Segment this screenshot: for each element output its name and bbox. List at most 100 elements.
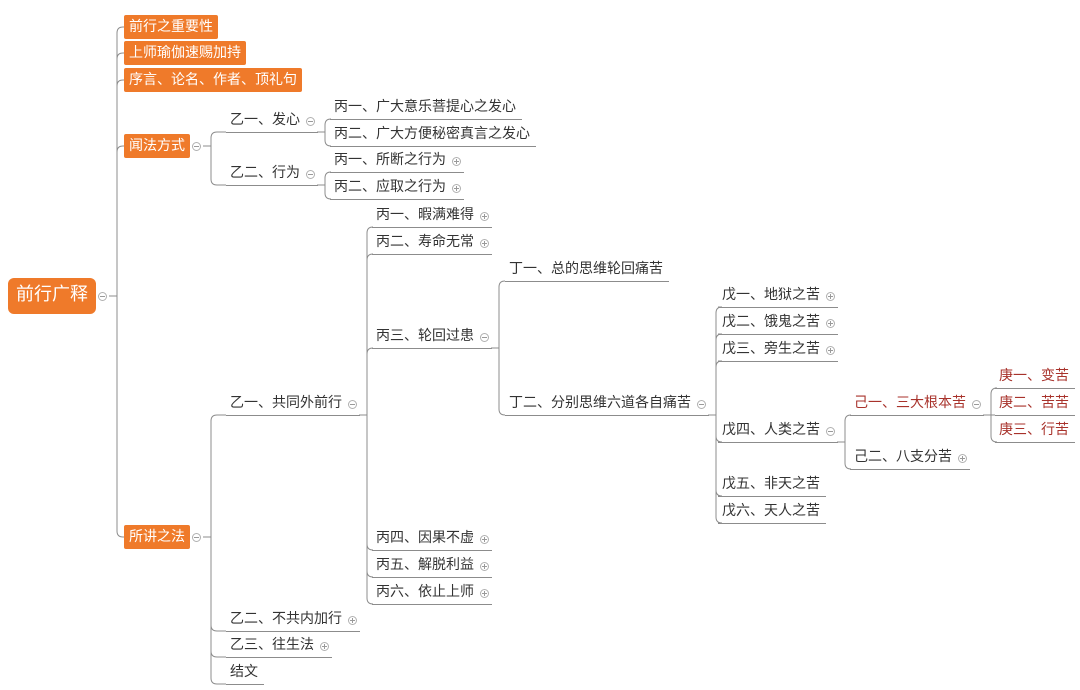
node-n5-2[interactable]: 乙二、不共内加行 [226, 609, 346, 631]
node-w4-1[interactable]: 己一、三大根本苦 [850, 393, 970, 415]
node-n1[interactable]: 前行之重要性 [124, 15, 218, 39]
collapse-toggle-icon[interactable] [347, 399, 357, 409]
node-g1[interactable]: 庚一、变苦 [995, 366, 1073, 388]
node-root[interactable]: 前行广释 [8, 278, 96, 314]
node-n5-1-4[interactable]: 丙四、因果不虚 [372, 528, 478, 550]
node-w3[interactable]: 戊三、旁生之苦 [718, 339, 824, 361]
node-w4-2[interactable]: 己二、八支分苦 [850, 447, 956, 469]
node-n5-1-3-1[interactable]: 丁一、总的思维轮回痛苦 [505, 259, 667, 281]
node-label: 戊五、非天之苦 [722, 476, 820, 492]
node-w6[interactable]: 戊六、天人之苦 [718, 501, 824, 523]
expand-toggle-icon[interactable] [479, 534, 489, 544]
node-label: 丁一、总的思维轮回痛苦 [509, 261, 663, 277]
expand-toggle-icon[interactable] [479, 211, 489, 221]
node-label: 丁二、分别思维六道各自痛苦 [509, 395, 691, 411]
edge-n5-to-n5-2 [203, 536, 226, 632]
node-n5[interactable]: 所讲之法 [124, 525, 190, 549]
node-label: 戊三、旁生之苦 [722, 341, 820, 357]
node-n5-1[interactable]: 乙一、共同外前行 [226, 393, 346, 415]
edge-root-to-n3 [109, 79, 124, 297]
edge-root-to-n4 [109, 145, 124, 297]
expand-toggle-icon[interactable] [825, 345, 835, 355]
edge-w4-1-to-g3 [983, 414, 998, 443]
node-n5-3[interactable]: 乙三、往生法 [226, 635, 318, 657]
edge-n5-1-3-to-n5-1-3-2 [491, 347, 506, 416]
node-label: 丙五、解脱利益 [376, 557, 474, 573]
collapse-toggle-icon[interactable] [191, 532, 201, 542]
node-label: 己二、八支分苦 [854, 449, 952, 465]
node-g2[interactable]: 庚二、苦苦 [995, 393, 1073, 415]
node-n4-2-1[interactable]: 丙一、所断之行为 [330, 150, 450, 172]
node-n5-1-2[interactable]: 丙二、寿命无常 [372, 232, 478, 254]
expand-toggle-icon[interactable] [319, 641, 329, 651]
node-n5-1-3-2[interactable]: 丁二、分别思维六道各自痛苦 [505, 393, 695, 415]
node-n4-2[interactable]: 乙二、行为 [226, 163, 304, 185]
expand-toggle-icon[interactable] [825, 318, 835, 328]
expand-toggle-icon[interactable] [479, 588, 489, 598]
collapse-toggle-icon[interactable] [305, 169, 315, 179]
expand-toggle-icon[interactable] [347, 615, 357, 625]
collapse-toggle-icon[interactable] [97, 291, 107, 301]
edge-root-to-n2 [109, 52, 124, 297]
node-w4[interactable]: 戊四、人类之苦 [718, 420, 824, 442]
collapse-toggle-icon[interactable] [971, 399, 981, 409]
collapse-toggle-icon[interactable] [191, 141, 201, 151]
expand-toggle-icon[interactable] [451, 156, 461, 166]
collapse-toggle-icon[interactable] [696, 399, 706, 409]
expand-toggle-icon[interactable] [957, 453, 967, 463]
node-label: 乙三、往生法 [230, 637, 314, 653]
edge-w4-to-w4-1 [837, 414, 852, 443]
edge-n4-2-to-n4-2-2 [317, 184, 332, 200]
node-label: 丙二、广大方便秘密真言之发心 [334, 126, 530, 142]
expand-toggle-icon[interactable] [479, 561, 489, 571]
collapse-toggle-icon[interactable] [305, 116, 315, 126]
node-n2[interactable]: 上师瑜伽速赐加持 [124, 41, 246, 65]
node-label: 丙三、轮回过患 [376, 328, 474, 344]
edge-n4-to-n4-2 [203, 145, 226, 186]
edge-n5-1-to-n5-1-2 [359, 253, 374, 416]
node-w1[interactable]: 戊一、地狱之苦 [718, 285, 824, 307]
node-label: 乙二、行为 [230, 165, 300, 181]
edge-n5-1-to-n5-1-4 [359, 414, 374, 551]
edge-w4-1-to-g1 [983, 387, 998, 416]
edge-n5-to-n5-4 [203, 536, 226, 685]
node-n5-1-1[interactable]: 丙一、暇满难得 [372, 205, 478, 227]
node-n4-1[interactable]: 乙一、发心 [226, 110, 304, 132]
node-label: 丙一、广大意乐菩提心之发心 [334, 99, 516, 115]
edge-n5-1-to-n5-1-5 [359, 414, 374, 578]
collapse-toggle-icon[interactable] [479, 332, 489, 342]
expand-toggle-icon[interactable] [451, 183, 461, 193]
node-label: 上师瑜伽速赐加持 [129, 45, 241, 61]
node-label: 庚一、变苦 [999, 368, 1069, 384]
node-w5[interactable]: 戊五、非天之苦 [718, 474, 824, 496]
node-n4[interactable]: 闻法方式 [124, 134, 190, 158]
node-g3[interactable]: 庚三、行苦 [995, 420, 1073, 442]
node-label: 闻法方式 [129, 138, 185, 154]
node-label: 戊四、人类之苦 [722, 422, 820, 438]
edge-n4-to-n4-1 [203, 131, 226, 147]
edge-n5-1-3-2-to-w1 [708, 306, 723, 416]
node-label: 庚二、苦苦 [999, 395, 1069, 411]
collapse-toggle-icon[interactable] [825, 426, 835, 436]
edge-n5-1-3-2-to-w6 [708, 414, 723, 524]
node-label: 结文 [230, 664, 258, 680]
edge-root-to-n5 [109, 295, 124, 538]
node-w2[interactable]: 戊二、饿鬼之苦 [718, 312, 824, 334]
node-label: 所讲之法 [129, 529, 185, 545]
expand-toggle-icon[interactable] [825, 291, 835, 301]
node-n4-1-2[interactable]: 丙二、广大方便秘密真言之发心 [330, 124, 534, 146]
node-label: 前行之重要性 [129, 19, 213, 35]
edge-w4-to-w4-2 [837, 441, 852, 470]
node-n4-2-2[interactable]: 丙二、应取之行为 [330, 177, 450, 199]
node-n5-1-6[interactable]: 丙六、依止上师 [372, 582, 478, 604]
node-n5-4[interactable]: 结文 [226, 662, 262, 684]
node-n3[interactable]: 序言、论名、作者、顶礼句 [124, 68, 302, 92]
node-label: 乙一、发心 [230, 112, 300, 128]
node-n5-1-3[interactable]: 丙三、轮回过患 [372, 326, 478, 348]
edge-n5-1-3-to-n5-1-3-1 [491, 280, 506, 349]
node-n5-1-5[interactable]: 丙五、解脱利益 [372, 555, 478, 577]
expand-toggle-icon[interactable] [479, 238, 489, 248]
node-label: 庚三、行苦 [999, 422, 1069, 438]
node-n4-1-1[interactable]: 丙一、广大意乐菩提心之发心 [330, 97, 520, 119]
